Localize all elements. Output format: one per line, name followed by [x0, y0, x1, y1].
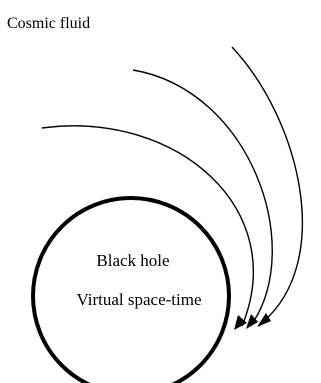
flow-line-inner — [41, 125, 254, 327]
black-hole-label: Black hole — [96, 251, 169, 270]
arrowhead-outer — [257, 313, 271, 327]
arrowhead-middle — [246, 314, 258, 329]
cosmic-fluid-label: Cosmic fluid — [7, 15, 90, 32]
flow-lines — [41, 46, 303, 327]
black-hole-circle — [31, 196, 231, 383]
arrowhead-inner — [234, 315, 247, 330]
flow-line-outer — [231, 46, 303, 323]
virtual-space-time-label: Virtual space-time — [76, 290, 201, 309]
arrowheads — [234, 313, 271, 330]
flow-line-middle — [132, 69, 273, 325]
